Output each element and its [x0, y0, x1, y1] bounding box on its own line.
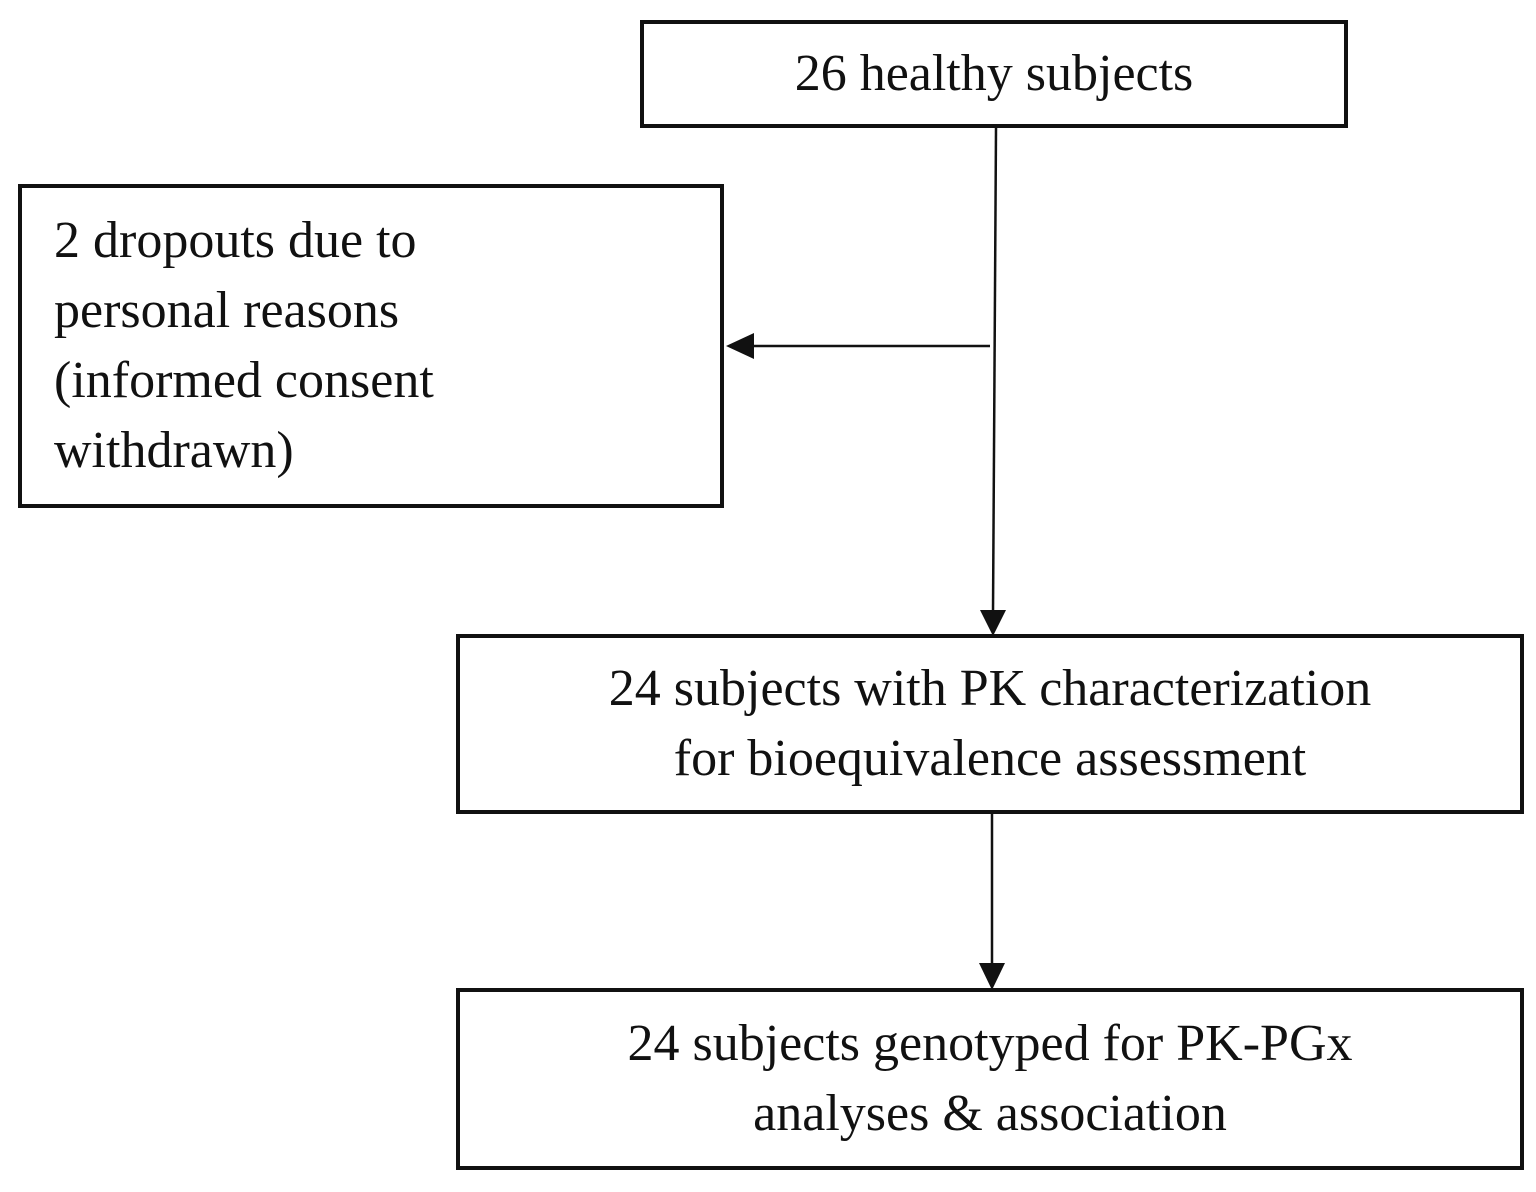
dropout-box: 2 dropouts due to personal reasons (info…: [18, 184, 724, 508]
dropout-text-line-4: withdrawn): [54, 422, 294, 479]
arrowhead-to-pk: [980, 610, 1006, 636]
genotyped-box: 24 subjects genotyped for PK-PGx analyse…: [456, 988, 1524, 1170]
arrowhead-to-dropout: [726, 333, 754, 359]
dropout-text-line-1: 2 dropouts due to: [54, 212, 417, 269]
arrowhead-to-genotyped: [979, 963, 1005, 990]
genotyped-text-line-1: 24 subjects genotyped for PK-PGx: [627, 1015, 1353, 1072]
dropout-text-line-2: personal reasons: [54, 282, 400, 339]
start-text: 26 healthy subjects: [794, 45, 1194, 102]
start-box: 26 healthy subjects: [640, 20, 1348, 128]
connector-start-to-pk: [991, 127, 998, 613]
pk-box: 24 subjects with PK characterization for…: [456, 634, 1524, 814]
dropout-text-line-3: (informed consent: [54, 352, 434, 409]
pk-text-line-1: 24 subjects with PK characterization: [608, 660, 1372, 717]
pk-text-line-2: for bioequivalence assessment: [673, 730, 1307, 787]
genotyped-text-line-2: analyses & association: [753, 1085, 1227, 1142]
